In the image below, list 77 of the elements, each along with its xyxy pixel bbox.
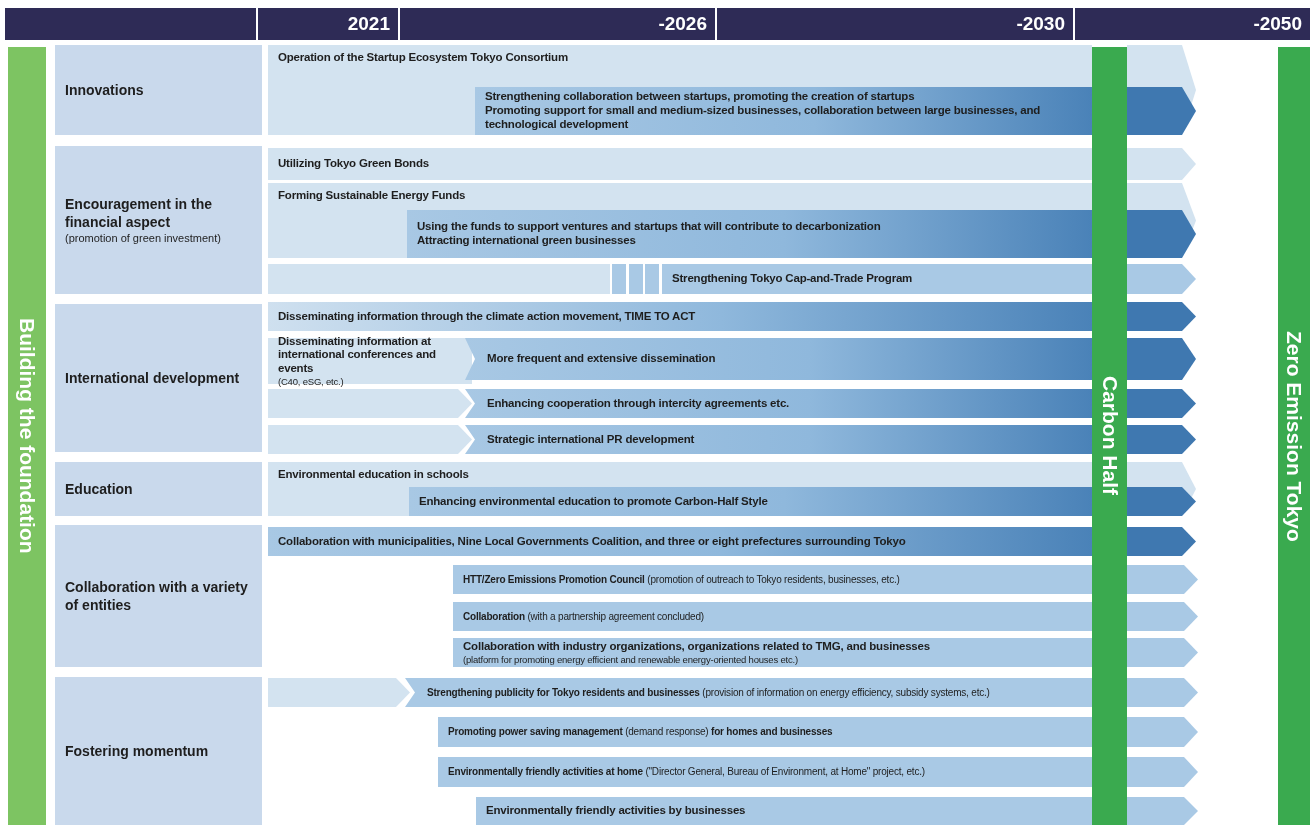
- timeline-band: [465, 425, 1092, 454]
- timeline-band: [268, 45, 1092, 135]
- category-title: Education: [65, 479, 134, 499]
- band-text: More frequent and extensive dissemination: [487, 352, 717, 366]
- timeline-band: [268, 389, 472, 418]
- banner-label: Building the foundation: [15, 318, 39, 554]
- band-text: Disseminating information through the climate action movement, TIME TO ACT: [278, 309, 697, 324]
- category-box: [55, 304, 262, 452]
- timeline-band: [407, 210, 1092, 258]
- timeline-band: [453, 602, 1092, 631]
- category-box: [55, 146, 262, 294]
- band-text: Environmental education in schools: [278, 468, 470, 482]
- category-title: Encouragement in the financial aspect: [65, 194, 214, 232]
- band-text: Strengthening Tokyo Cap-and-Trade Program: [672, 272, 914, 286]
- band-text: Utilizing Tokyo Green Bonds: [278, 157, 430, 171]
- timeline-band: [409, 487, 1092, 516]
- timeline-band: [453, 638, 1092, 667]
- band-text: Forming Sustainable Energy Funds: [278, 189, 467, 203]
- timeline-band: [405, 678, 1092, 707]
- band-text: Promoting power saving management (demand response) for homes and businesses: [448, 726, 834, 738]
- category-box: [55, 45, 262, 135]
- timeline-band: [268, 148, 1092, 180]
- header-cell: [1075, 8, 1310, 40]
- timeline-band: [268, 302, 1092, 331]
- header-cell: [717, 8, 1073, 40]
- band-text: Strengthening publicity for Tokyo residents and businesses (provision of information on energy efficiency, subsidy systems, etc.): [427, 686, 991, 699]
- band-text: Strengthening collaboration between startups, promoting the creation of startups: [485, 90, 916, 105]
- milestone-banner: [1278, 47, 1310, 825]
- year-label: -2050: [1252, 13, 1302, 35]
- banner-label: Zero Emission Tokyo: [1282, 330, 1306, 542]
- timeline-band: [268, 527, 1092, 556]
- header-cell: [400, 8, 715, 40]
- timeline-band: [438, 717, 1092, 747]
- year-label: 2021: [346, 13, 390, 35]
- band-text: Using the funds to support ventures and startups that will contribute to decarbonization: [417, 220, 882, 234]
- timeline-band: [268, 183, 1092, 258]
- band-text: Operation of the Startup Ecosystem Tokyo Consortium: [278, 51, 569, 65]
- timeline-band: [268, 678, 410, 707]
- timeline-band: [475, 87, 1092, 135]
- category-title: Innovations: [65, 80, 145, 100]
- phase-banner: [8, 47, 46, 825]
- band-note: (C40, eSG, etc.): [278, 376, 345, 388]
- header-cell: [258, 8, 398, 40]
- header-cell: [5, 8, 256, 40]
- category-title: International development: [65, 368, 241, 388]
- timeline-band: [268, 425, 472, 454]
- banner-label: Carbon Half: [1097, 376, 1122, 496]
- timeline-band: [662, 264, 1092, 294]
- category-title: Fostering momentum: [65, 741, 210, 761]
- band-text: Collaboration with industry organizations, organizations related to TMG, and businesses: [463, 639, 931, 654]
- timeline-band: [438, 757, 1092, 787]
- band-note: (platform for promoting energy efficient and renewable energy-oriented houses etc.): [463, 653, 799, 666]
- band-text: Disseminating information at international conferences and events: [278, 334, 437, 376]
- milestone-banner: [1092, 47, 1127, 825]
- band-text: Promoting support for small and medium-sized businesses, collaboration between large businesses, and technological development: [485, 104, 1042, 132]
- timeline-band: [268, 462, 1092, 516]
- band-text: Enhancing environmental education to promote Carbon-Half Style: [419, 494, 769, 509]
- band-text: Environmentally friendly activities at home ("Director General, Bureau of Environment, at Home" project, etc.): [448, 766, 926, 778]
- timeline-band: [476, 797, 1092, 825]
- year-label: -2026: [657, 13, 707, 35]
- band-text: Collaboration with municipalities, Nine Local Governments Coalition, and three or eight prefectures surrounding Tokyo: [278, 534, 907, 549]
- category-box: [55, 525, 262, 667]
- year-label: -2030: [1015, 13, 1065, 35]
- timeline-band: [453, 565, 1092, 594]
- band-text: Environmentally friendly activities by businesses: [486, 804, 747, 818]
- timeline-band: [268, 264, 659, 294]
- band-text: Collaboration (with a partnership agreement concluded): [463, 610, 705, 623]
- category-title: Collaboration with a variety of entities: [65, 577, 249, 615]
- band-text: Strategic international PR development: [487, 432, 696, 447]
- category-box: [55, 462, 262, 516]
- timeline-band: [465, 389, 1092, 418]
- timeline-band: [465, 338, 1092, 380]
- category-note: (promotion of green investment): [65, 231, 222, 246]
- band-text: Attracting international green businesses: [417, 234, 637, 248]
- category-box: [55, 677, 262, 825]
- band-text: Enhancing cooperation through intercity agreements etc.: [487, 396, 791, 411]
- band-text: HTT/Zero Emissions Promotion Council (promotion of outreach to Tokyo residents, businesses, etc.): [463, 573, 901, 586]
